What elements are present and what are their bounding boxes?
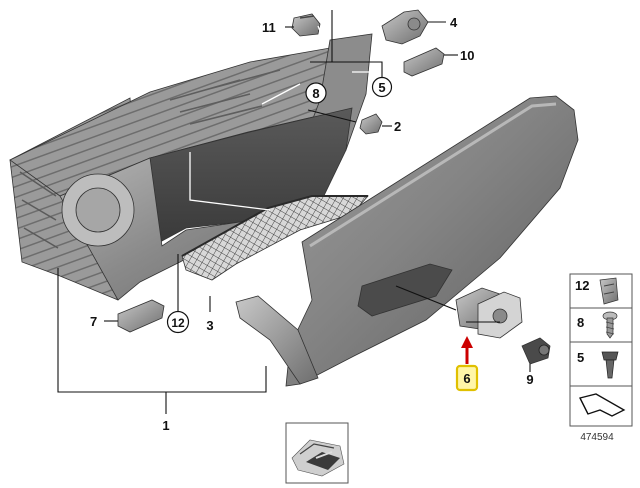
fastener-legend: 12 8 5 — [569, 273, 633, 427]
expanding-rivet-icon — [601, 351, 619, 379]
legend-row-8: 8 — [577, 315, 584, 330]
callout-5-circle: 5 — [371, 76, 393, 98]
callout-6-highlight: 6 — [455, 336, 479, 392]
part-4-switch — [381, 9, 429, 45]
storage-net — [181, 195, 369, 281]
location-thumbnail — [285, 422, 349, 484]
legend-row-12: 12 — [575, 278, 589, 293]
callout-6: 6 — [463, 371, 470, 386]
part-6-lock — [455, 287, 523, 339]
part-11-clip — [291, 13, 321, 37]
legend-row-5: 5 — [577, 350, 584, 365]
gasket-strip-icon — [579, 393, 626, 417]
callout-3: 3 — [206, 318, 213, 333]
part-10-bracket — [403, 47, 445, 77]
callout-2: 2 — [394, 119, 401, 134]
callout-4: 4 — [450, 15, 458, 30]
callout-8-circle: 8 — [305, 82, 327, 104]
leader-lines — [57, 10, 531, 414]
part-9-plug — [521, 337, 551, 365]
callout-12-circle: 12 — [166, 310, 190, 334]
glovebox-housing — [9, 33, 373, 301]
red-arrow-head — [461, 336, 473, 348]
callout-1: 1 — [162, 418, 169, 433]
screw-icon — [602, 311, 618, 339]
part-2-plug — [359, 113, 383, 135]
part-7-insert — [117, 299, 165, 333]
callout-10: 10 — [460, 48, 474, 63]
callout-5: 5 — [378, 80, 385, 95]
clip-nut-icon — [599, 277, 619, 305]
diagram-code: 474594 — [580, 432, 614, 443]
callout-12: 12 — [171, 316, 185, 330]
callout-7: 7 — [90, 314, 97, 329]
callout-8: 8 — [312, 86, 319, 101]
callout-9: 9 — [526, 372, 533, 387]
callout-11: 11 — [262, 20, 276, 35]
